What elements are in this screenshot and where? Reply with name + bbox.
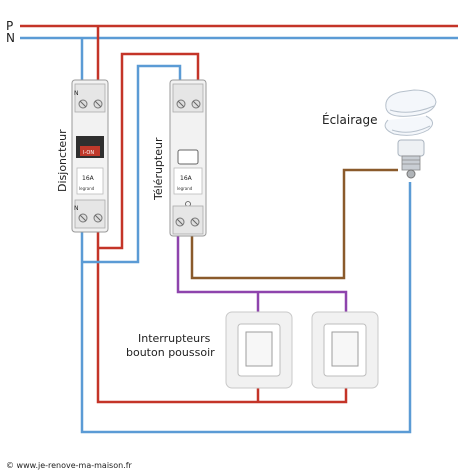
breaker-lever[interactable] [80,146,100,156]
lamp-label: Éclairage [322,112,378,127]
breaker-on-label: I-ON [83,150,94,156]
switches-label-line1: Interrupteurs [138,332,211,345]
relay-label: Télérupteur [152,137,165,201]
control-wire [176,236,348,312]
neutral-label: N [6,31,15,45]
pushbutton-switch-1[interactable] [225,311,293,389]
relay-rating: 16A [180,175,193,182]
breaker-label: Disjoncteur [56,129,69,192]
pushbutton-switch-2[interactable] [311,311,379,389]
switches-label-line2: bouton poussoir [126,346,215,359]
relay-brand: legrand [177,186,193,191]
switch-phase-wire [96,232,348,404]
breaker-top-mark: N [74,90,79,97]
breaker-rating: 16A [82,175,95,182]
breaker-bottom-mark: N [74,205,79,212]
lamp-return-wire [190,168,398,280]
footer-credit: © www.je-renove-ma-maison.fr [6,461,133,470]
breaker-module: N I-ON 16A legrand N [71,79,109,233]
breaker-brand: legrand [79,186,95,191]
relay-manual-button[interactable] [177,149,199,165]
relay-module: 16A legrand [169,79,207,237]
phase-label: P [6,19,13,33]
lamp-icon [384,89,437,179]
relay-phase-feed [98,52,200,250]
relay-neutral-feed [82,64,182,264]
lamp-neutral-wire [80,182,412,434]
